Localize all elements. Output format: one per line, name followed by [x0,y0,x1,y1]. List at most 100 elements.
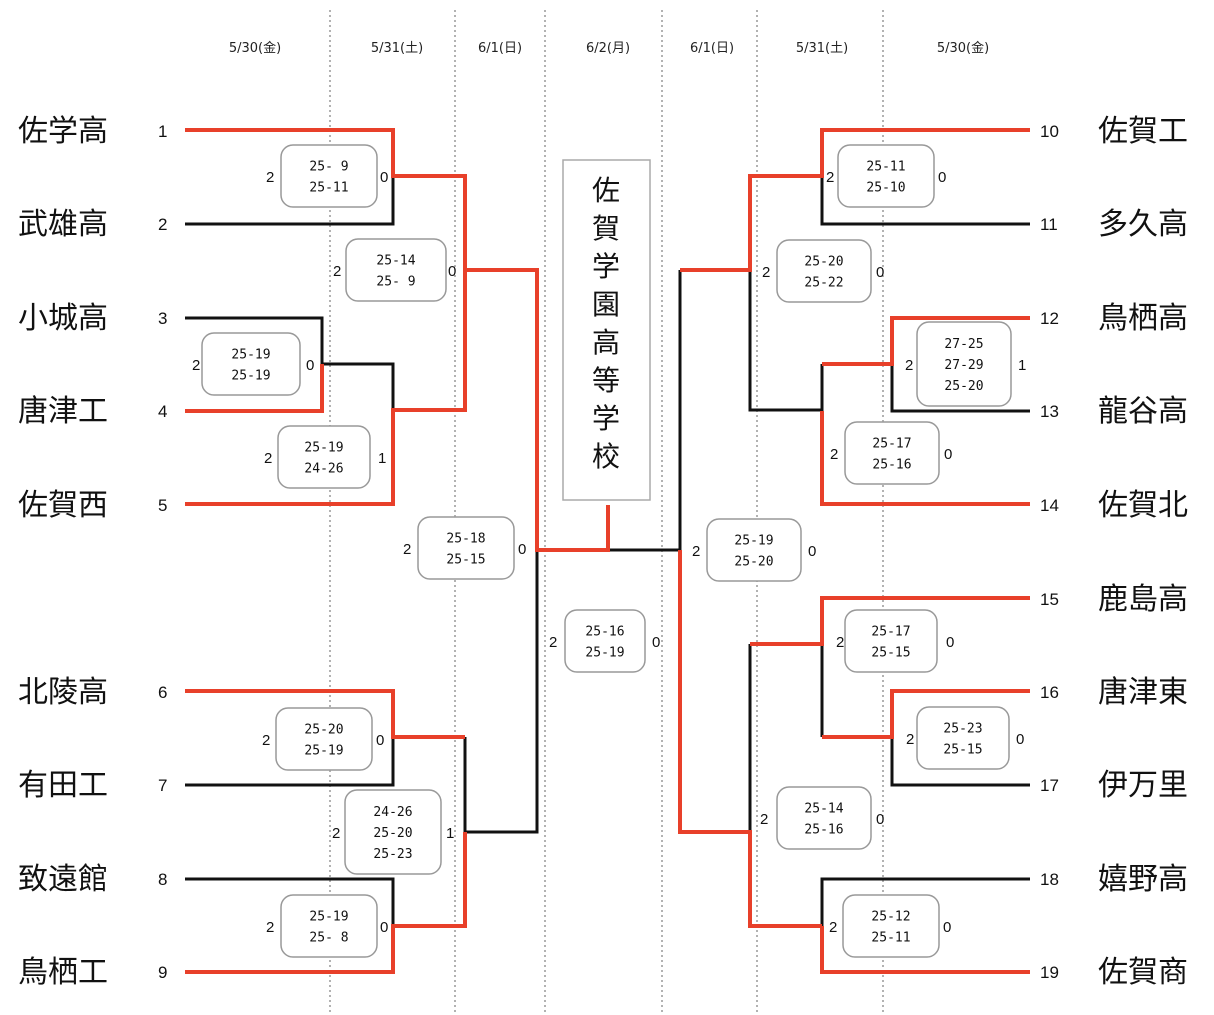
set-score: 25-19 [309,910,348,925]
bracket-line-win [822,689,1030,739]
sets-won-left: 2 [826,169,834,186]
set-score: 25-15 [871,646,910,661]
set-score: 27-29 [944,358,983,373]
set-score: 25-14 [376,254,415,269]
set-score: 25-19 [585,646,624,661]
sets-won-right: 0 [944,446,952,463]
sets-won-right: 0 [876,264,884,281]
sets-won-left: 2 [906,731,914,748]
set-score: 25-20 [734,555,773,570]
team-name: 北陵高 [18,675,108,710]
sets-won-right: 1 [446,825,454,842]
sets-won-right: 0 [938,169,946,186]
sets-won-right: 1 [378,450,386,467]
score-bracket-frame [842,894,940,958]
score-bracket-frame [275,707,373,771]
sets-won-left: 2 [905,357,913,374]
sets-won-right: 0 [946,634,954,651]
bracket-line [820,877,1030,926]
team-seed: 16 [1040,683,1059,702]
bracket-line [890,737,1030,787]
team-seed: 1 [158,122,167,141]
bracket-line-win [185,364,324,413]
sets-won-right: 0 [652,634,660,651]
score-bracket-frame [280,894,378,958]
score-bracket-frame [776,786,872,850]
score-bracket-frame [706,518,802,582]
team-name: 鹿島高 [1098,582,1188,617]
set-score: 25-18 [446,532,485,547]
sets-won-right: 0 [808,543,816,560]
champion-box: 佐賀学園高等学校 [562,159,651,501]
set-score: 25-23 [943,722,982,737]
score-bracket-frame [201,332,301,396]
bracket-lines-lose [185,176,1030,926]
match-score-box: 2 0 25-19 25- 8 [266,894,388,958]
bracket-line [185,737,395,787]
team-seed: 19 [1040,963,1059,982]
set-score: 25-19 [304,441,343,456]
bracket-line [465,550,539,834]
team-name: 小城高 [18,301,108,336]
left-teams: 佐学高 武雄高 小城高 唐津工 佐賀西 北陵高 有田工 致遠館 鳥栖工 1 2 … [18,114,167,990]
date-label: 6/1(日) [478,41,522,56]
team-seed: 18 [1040,870,1059,889]
set-score: 25- 9 [376,275,415,290]
team-name: 鳥栖工 [18,955,108,990]
set-score: 25-15 [446,553,485,568]
score-bracket-frame [844,609,938,673]
team-name: 佐賀北 [1098,488,1188,523]
score-bracket-frame [277,425,371,489]
team-name: 武雄高 [18,207,108,242]
set-score: 25-19 [231,369,270,384]
date-label: 6/1(日) [690,41,734,56]
date-label: 5/31(土) [796,41,848,56]
set-score: 24-26 [304,462,343,477]
sets-won-left: 2 [266,919,274,936]
sets-won-left: 2 [829,919,837,936]
set-score: 25-16 [872,458,911,473]
set-score: 25- 9 [309,160,348,175]
sets-won-left: 2 [333,263,341,280]
set-score: 25- 8 [309,931,348,946]
set-score: 25-12 [871,910,910,925]
bracket-line [820,176,1030,226]
bracket-line-win [820,411,1030,506]
bracket-line-win [185,689,465,739]
sets-won-right: 0 [380,919,388,936]
team-name: 鳥栖高 [1098,301,1188,336]
bracket-line-win [678,550,822,928]
sets-won-right: 1 [1018,357,1026,374]
sets-won-right: 0 [1016,731,1024,748]
set-score: 25-16 [585,625,624,640]
sets-won-right: 0 [380,169,388,186]
set-score: 25-11 [871,931,910,946]
score-bracket-frame [345,238,447,302]
date-label: 6/2(月) [586,41,630,56]
set-score: 25-20 [304,723,343,738]
bracket-line [185,877,395,926]
sets-won-left: 2 [266,169,274,186]
sets-won-left: 2 [192,357,200,374]
team-name: 唐津工 [18,394,108,429]
team-name: 多久高 [1098,207,1188,242]
sets-won-left: 2 [549,634,557,651]
match-score-box: 2 0 25-16 25-19 [549,609,660,673]
sets-won-left: 2 [332,825,340,842]
bracket-line [748,270,822,412]
score-bracket-frame [564,609,646,673]
set-score: 25-10 [866,181,905,196]
team-name: 龍谷高 [1098,394,1188,429]
score-bracket-frame [837,144,935,208]
champion-frame [562,159,651,501]
